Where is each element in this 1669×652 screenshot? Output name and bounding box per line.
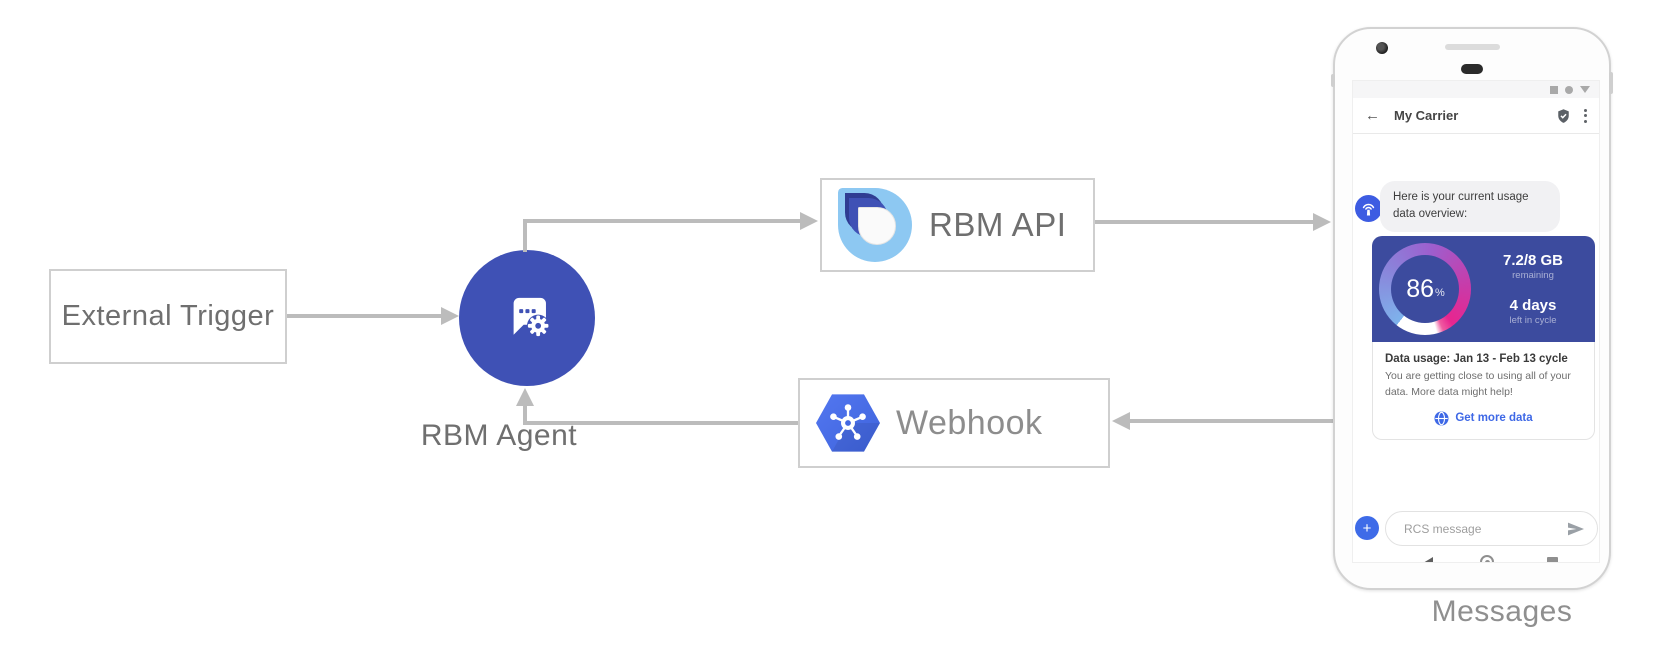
speaker-grille	[1445, 44, 1500, 50]
arrow-phone-to-webhook-line	[1130, 419, 1333, 423]
phone-left-button	[1331, 74, 1335, 87]
agent-avatar	[1355, 195, 1382, 222]
nav-home-icon[interactable]	[1480, 555, 1494, 562]
chat-gear-icon	[513, 297, 550, 337]
webhook-label: Webhook	[896, 403, 1043, 442]
external-trigger-box: External Trigger	[49, 269, 287, 364]
nav-back-icon[interactable]	[1423, 557, 1433, 562]
android-nav-bar	[1353, 555, 1599, 562]
external-trigger-label: External Trigger	[61, 300, 275, 332]
usage-percent: 86	[1406, 274, 1435, 303]
data-remaining-value: 7.2/8 GB	[1502, 252, 1564, 269]
arrow-api-to-phone-head	[1313, 213, 1331, 231]
status-square-icon	[1550, 85, 1558, 94]
rbm-api-logo-icon	[838, 188, 912, 262]
earpiece	[1461, 64, 1483, 74]
rbm-agent-node	[459, 250, 595, 386]
arrow-api-to-phone-line	[1095, 220, 1313, 224]
days-left-value: 4 days	[1509, 297, 1557, 314]
data-remaining-label: remaining	[1512, 270, 1554, 281]
get-more-data-label: Get more data	[1455, 412, 1533, 424]
conversation-header: ← My Carrier	[1353, 98, 1599, 134]
arrow-external-to-agent-head	[441, 307, 459, 325]
webhook-box: Webhook	[798, 378, 1110, 468]
message-composer	[1385, 511, 1598, 546]
phone-mockup: ← My Carrier Here is your current usage …	[1331, 27, 1613, 590]
send-icon[interactable]	[1567, 522, 1585, 536]
arrow-agent-to-api-vline	[523, 219, 527, 252]
arrow-external-to-agent-line	[287, 314, 441, 318]
rcs-message-input[interactable]	[1402, 520, 1567, 537]
usage-gauge: 86%	[1379, 243, 1471, 335]
usage-percent-unit: %	[1435, 287, 1445, 299]
usage-card-body: You are getting close to using all of yo…	[1385, 370, 1571, 398]
attach-plus-button[interactable]: +	[1355, 516, 1379, 540]
days-left-label: left in cycle	[1509, 315, 1557, 326]
phone-screen: ← My Carrier Here is your current usage …	[1352, 80, 1600, 563]
rbm-api-label: RBM API	[929, 206, 1067, 243]
usage-card-hero: 86% 7.2/8 GB remaining 4 days left in cy…	[1372, 236, 1595, 342]
usage-card: 86% 7.2/8 GB remaining 4 days left in cy…	[1372, 236, 1595, 440]
arrow-phone-to-webhook-head	[1112, 412, 1130, 430]
nav-recents-icon[interactable]	[1547, 557, 1558, 562]
broadcast-icon	[1362, 203, 1375, 216]
status-bar	[1353, 81, 1599, 98]
arrow-webhook-to-agent-vline	[523, 404, 527, 425]
arrow-webhook-to-agent-head	[516, 388, 534, 406]
cloud-hexagon-icon	[816, 394, 880, 452]
status-triangle-icon	[1580, 86, 1590, 93]
back-arrow-icon[interactable]: ←	[1365, 107, 1380, 124]
usage-card-title: Data usage: Jan 13 - Feb 13 cycle	[1385, 353, 1568, 365]
globe-icon	[1434, 411, 1449, 425]
conversation-title: My Carrier	[1394, 108, 1459, 123]
arrow-webhook-to-agent-line	[523, 421, 798, 425]
arrow-agent-to-api-line	[523, 219, 800, 223]
verified-shield-icon	[1558, 108, 1569, 123]
kebab-menu-icon[interactable]	[1584, 108, 1587, 123]
rbm-api-box: RBM API	[820, 178, 1095, 272]
arrow-agent-to-api-head	[800, 212, 818, 230]
front-camera	[1376, 42, 1388, 54]
messages-caption: Messages	[1431, 595, 1573, 628]
status-circle-icon	[1565, 85, 1573, 94]
get-more-data-button[interactable]: Get more data	[1385, 411, 1582, 426]
usage-card-details: Data usage: Jan 13 - Feb 13 cycle You ar…	[1372, 342, 1595, 440]
agent-message-bubble: Here is your current usage data overview…	[1380, 181, 1560, 232]
phone-power-button	[1609, 72, 1613, 94]
